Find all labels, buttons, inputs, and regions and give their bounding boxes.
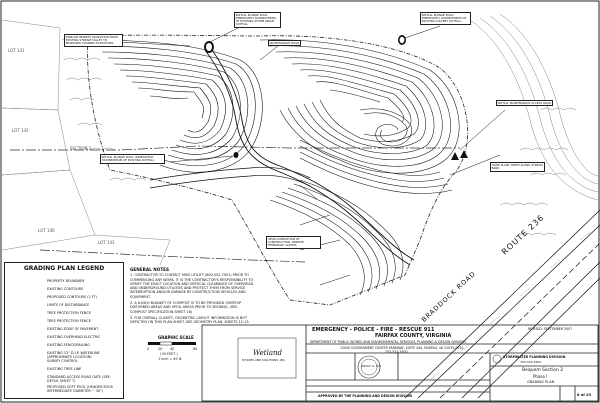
survey-control-markers — [451, 150, 468, 160]
scale-ratio: 1 inch = 40 ft. — [158, 357, 183, 361]
property-boundary — [10, 145, 460, 263]
section-label: SECTION 2 — [70, 146, 92, 151]
sheet-title: GRADING PLAN — [527, 380, 555, 384]
switchback-contours — [299, 108, 453, 194]
proposed-contours-center — [259, 39, 460, 174]
legend-item: TREE PROTECTION FENCE — [47, 319, 91, 323]
callout-note: HAND PLANT TREES ALONG STREAM BANK — [490, 162, 546, 172]
limits-of-disturbance — [87, 34, 469, 306]
legend-item: TREE PROTECTION FENCE — [47, 311, 91, 315]
note-item: 2. A 6-INCH BLANKET OF COMPOST IS TO BE … — [130, 301, 242, 314]
legend-item: EXISTING 12" D.I.P. WATERLINE (APPROXIMA… — [47, 351, 100, 359]
note-item: 3. FOR OVERALL CLARITY, GEOMETRIC LAYOUT… — [130, 315, 250, 325]
proposed-contours-lower — [269, 179, 404, 296]
department-address: 12000 GOVERNMENT CENTER PARKWAY, SUITE 4… — [340, 345, 464, 350]
scale-tick: 40 — [170, 347, 175, 351]
notes-title: GENERAL NOTES — [130, 267, 170, 272]
stream-channel — [204, 49, 415, 266]
legend-item: EXISTING TREE LINE — [47, 367, 82, 371]
title-block-frame — [201, 324, 599, 402]
emergency-banner: EMERGENCY - POLICE - FIRE - RESCUE 911 — [312, 327, 435, 333]
scale-unit: ( IN FEET ) — [160, 352, 178, 356]
legend-item: SURVEY CONTROL — [47, 359, 78, 363]
branch-phone: 703-324-5500 — [520, 360, 542, 364]
graphic-scale-bar — [148, 341, 196, 346]
lot-label: LOT 142 — [12, 128, 29, 133]
callout-note: UPON COMPLETION OF CONSTRUCTION, REMOVE … — [266, 236, 322, 249]
branch-name: STORMWATER PLANNING DIVISION — [503, 355, 566, 359]
callout-note: INSTALL MAINTENANCE ACCESS ROAD — [496, 100, 554, 107]
legend-title: GRADING PLAN LEGEND — [23, 265, 105, 272]
proposed-contours-upper — [89, 39, 263, 173]
plunge-pool-symbols — [204, 35, 406, 158]
general-notes: GENERAL NOTES 1. CONTRACTOR TO CONTACT M… — [130, 267, 255, 393]
county-seal — [492, 354, 502, 364]
legend-item: PROPOSED CONTOURS (2 FT) — [47, 295, 97, 299]
scale-tick: 20 — [158, 347, 163, 351]
road-hatch — [429, 231, 591, 381]
project-name: Bequem Section 2 — [522, 368, 564, 373]
designer-name: Wetland — [253, 349, 282, 357]
department-name: DEPARTMENT OF PUBLIC WORKS AND ENVIRONME… — [310, 339, 466, 344]
scale-title: GRAPHIC SCALE — [158, 335, 194, 340]
maintenance-road — [149, 166, 311, 189]
legend-item: EXISTING FENCE/RAILING — [47, 343, 90, 347]
scale-tick: 0 — [147, 347, 150, 351]
seal-name: William G. Hilt — [361, 364, 381, 368]
callout-leaders — [119, 21, 506, 286]
callout-note: INSTALL PLUNGE POOL IMMEDIATELY DOWNSTRE… — [234, 12, 282, 28]
legend-item: PROPOSED SOFT POOL (HEADER ROCK INTERMED… — [47, 385, 114, 393]
legend-item: LIMITS OF DISTURBANCE — [47, 303, 90, 307]
callout-note: INSTALL PLUNGE POOL IMMEDIATELY DOWNSTRE… — [420, 12, 472, 25]
callout-note: IMPROVE INSERTS TRANSITION FROM EXISTING… — [64, 34, 124, 47]
lot-label: LOT 143 — [98, 240, 115, 245]
revised-date: REVISED: SEPTEMBER 2007 — [528, 327, 573, 331]
grading-plan-legend: GRADING PLAN LEGEND PROPERTY BOUNDARY EX… — [4, 262, 124, 399]
legend-item: EXISTING EDGE OF PAVEMENT — [47, 327, 99, 331]
engineer-seal — [357, 355, 381, 379]
legend-item: STANDARD ACCESS ROAD GATE (SEE DETAIL SH… — [47, 375, 110, 383]
tree-line-right — [499, 107, 577, 236]
legend-item: EXISTING CONTOURS — [47, 287, 84, 291]
braddock-road — [404, 209, 600, 399]
existing-contours-right — [469, 13, 599, 201]
note-item: 1. CONTRACTOR TO CONTACT MISS UTILITY (8… — [130, 273, 254, 299]
scale-tick: 80 — [193, 347, 198, 351]
callout-note: INSTALL PLUNGE POOL. IMMEDIATELY DOWNSTR… — [100, 154, 166, 164]
lot-label: LOT 140 — [38, 228, 55, 233]
legend-item: PROPERTY BOUNDARY — [47, 279, 85, 283]
sheet-number: 8 of 23 — [577, 393, 592, 397]
designer-logo-box — [237, 337, 297, 379]
callout-note: MAINTENANCE ROAD — [268, 40, 302, 47]
designer-subtitle: STUDIES AND SOLUTIONS, INC. — [242, 358, 286, 362]
approval-line: APPROVED BY THE PLANNING AND DESIGN DIVI… — [318, 394, 413, 398]
county-name: FAIRFAX COUNTY, VIRGINIA — [375, 333, 452, 339]
project-phase: Phase I — [533, 374, 548, 379]
department-phone: 703-324-5500 — [385, 349, 408, 354]
lot-label: LOT 141 — [8, 48, 25, 53]
lot-lines-left — [1, 19, 171, 266]
legend-item: EXISTING OVERHEAD ELECTRIC — [47, 335, 101, 339]
